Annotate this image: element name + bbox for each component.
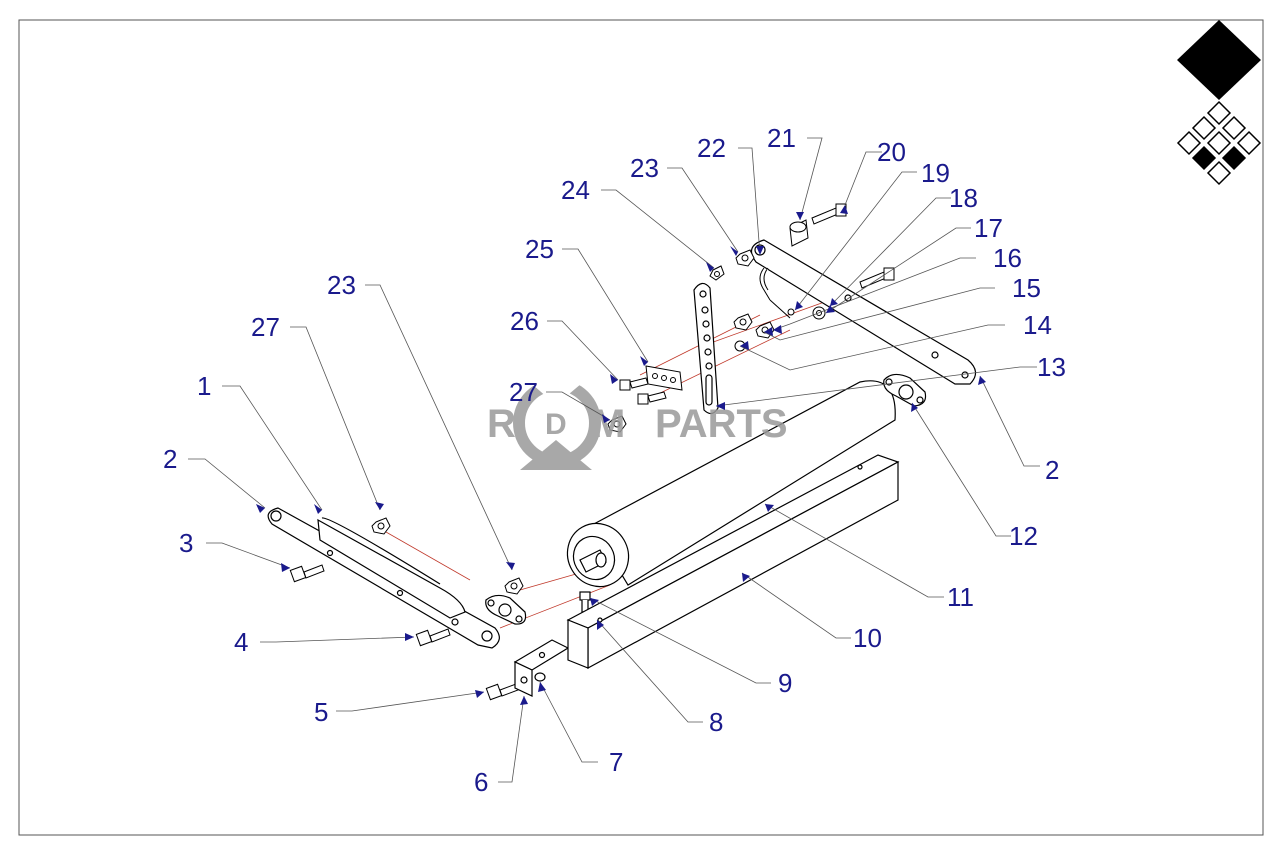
callout-2-right: 2 xyxy=(1045,455,1059,485)
callout-16: 16 xyxy=(993,243,1022,273)
callout-22: 22 xyxy=(697,133,726,163)
left-bolts xyxy=(289,517,524,701)
callout-3: 3 xyxy=(179,528,193,558)
watermark: R D M PARTS xyxy=(487,378,788,470)
callout-4: 4 xyxy=(234,627,248,657)
callout-19: 19 xyxy=(921,158,950,188)
callout-7: 7 xyxy=(609,747,623,777)
right-flange xyxy=(883,373,927,407)
watermark-r: R xyxy=(487,402,516,446)
left-arm-assembly xyxy=(267,507,500,649)
callout-23-right: 23 xyxy=(630,153,659,183)
lower-bracket xyxy=(513,591,594,697)
callout-14: 14 xyxy=(1023,310,1052,340)
callout-8: 8 xyxy=(709,707,723,737)
frame-channel xyxy=(566,454,900,670)
callout-13: 13 xyxy=(1037,352,1066,382)
callout-23-left: 23 xyxy=(327,270,356,300)
callout-27-right: 27 xyxy=(509,377,538,407)
callout-6: 6 xyxy=(474,767,488,797)
callout-9: 9 xyxy=(778,668,792,698)
callout-26: 26 xyxy=(510,306,539,336)
callout-1: 1 xyxy=(197,371,211,401)
callout-2-left: 2 xyxy=(163,444,177,474)
callout-labels: 1 2 3 4 5 6 7 8 9 10 11 12 13 14 15 16 1… xyxy=(163,123,1066,797)
right-arm xyxy=(750,239,977,385)
callout-17: 17 xyxy=(974,213,1003,243)
callout-27-left: 27 xyxy=(251,312,280,342)
drawing-frame xyxy=(18,19,1264,836)
callout-10: 10 xyxy=(853,623,882,653)
callout-25: 25 xyxy=(525,234,554,264)
watermark-parts: PARTS xyxy=(655,402,788,446)
brand-logo xyxy=(1176,20,1262,186)
callout-20: 20 xyxy=(877,137,906,167)
callout-arrows xyxy=(256,205,986,705)
callout-24: 24 xyxy=(561,175,590,205)
callout-11: 11 xyxy=(947,582,974,612)
callout-18: 18 xyxy=(949,183,978,213)
watermark-d: D xyxy=(545,408,567,441)
watermark-m: M xyxy=(592,402,625,446)
callout-5: 5 xyxy=(314,697,328,727)
left-flange xyxy=(485,594,527,625)
callout-21: 21 xyxy=(767,123,796,153)
roller xyxy=(566,380,896,588)
small-plate xyxy=(607,365,683,433)
leader-lines xyxy=(188,137,1040,783)
callout-12: 12 xyxy=(1009,521,1038,551)
callout-15: 15 xyxy=(1012,273,1041,303)
adjuster-bar xyxy=(693,282,719,415)
right-arm-hardware xyxy=(709,203,895,352)
